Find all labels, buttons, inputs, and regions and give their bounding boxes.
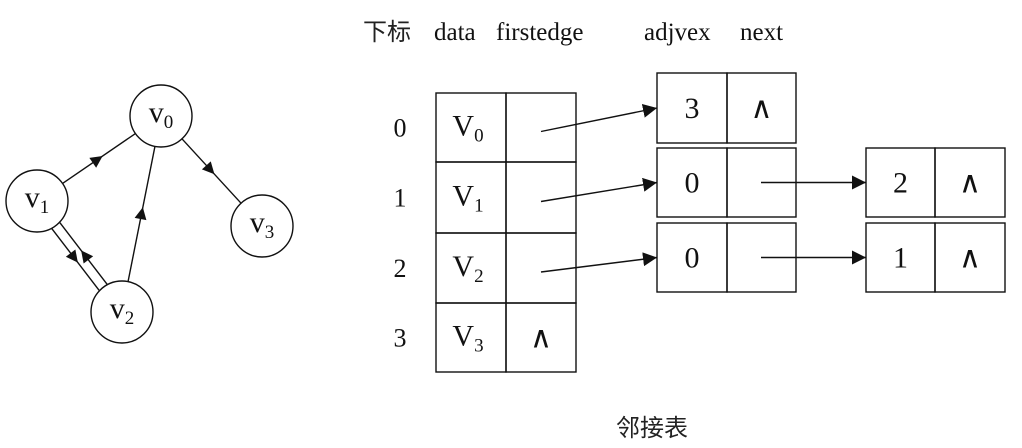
next-cell: [934, 222, 1006, 293]
vertex-row-2: 2 V2: [394, 232, 577, 304]
graph-edge-v1-v0: [62, 132, 136, 185]
vertex-table: 0 V0 1 V1 2 V2 3 V3 ∧: [394, 92, 577, 373]
null-pointer: ∧: [751, 92, 773, 125]
vertex-row-1: 1 V1: [394, 161, 577, 234]
vertex-label: v1: [25, 181, 50, 218]
header-index-label: 下标: [363, 18, 411, 46]
adjvex-value: 0: [685, 167, 700, 200]
graph-vertex-v1: v1: [5, 169, 69, 233]
header-next-label: next: [740, 19, 783, 46]
vertex-row-3: 3 V3 ∧: [394, 302, 577, 373]
firstedge-cell: [505, 302, 577, 373]
vertex-data: V0: [452, 110, 483, 147]
header-firstedge-label: firstedge: [496, 19, 583, 46]
arrowhead-icon: [65, 249, 78, 263]
graph-edge-v1-v2: [51, 228, 100, 291]
null-pointer: ∧: [959, 167, 981, 200]
graph-edges: [51, 132, 242, 291]
arrowhead-icon: [201, 161, 215, 175]
next-cell: [726, 72, 797, 144]
firstedge-cell: [505, 232, 577, 304]
arrowhead-icon: [89, 156, 103, 168]
header-adjvex-label: adjvex: [644, 19, 711, 46]
arrowhead-icon: [81, 250, 94, 264]
caption: 邻接表: [616, 414, 688, 442]
adjvex-value: 1: [893, 242, 908, 275]
graph-edge-v2-v1: [59, 222, 108, 285]
arrowhead-icon: [134, 207, 147, 221]
graph-edge-v2-v0: [127, 146, 156, 282]
edge-node: 3∧: [656, 72, 797, 144]
vertex-data: V2: [452, 250, 483, 287]
adjvex-value: 3: [685, 92, 700, 125]
vertex-data: V1: [452, 180, 483, 217]
edge-node: 1∧: [865, 222, 1006, 293]
null-pointer: ∧: [530, 322, 552, 355]
vertex-label: v2: [110, 292, 135, 329]
row-index: 0: [394, 114, 407, 143]
graph-vertex-v3: v3: [230, 194, 294, 258]
vertex-row-0: 0 V0: [394, 92, 577, 163]
null-pointer: ∧: [959, 242, 981, 275]
graph-edge-v0-v3: [181, 138, 242, 204]
next-cell: [934, 147, 1006, 218]
graph-vertex-v0: v0: [129, 84, 193, 148]
edge-pointers: [540, 103, 866, 273]
row-index: 3: [394, 324, 407, 353]
firstedge-pointer: [540, 103, 658, 133]
vertex-label: v3: [250, 206, 275, 243]
graph-vertex-v2: v2: [90, 280, 154, 344]
adjvex-value: 0: [685, 242, 700, 275]
firstedge-pointer: [540, 252, 658, 273]
vertex-label: v0: [149, 96, 174, 133]
row-index: 2: [394, 254, 407, 283]
header-data-label: data: [434, 19, 476, 46]
adjvex-value: 2: [893, 167, 908, 200]
firstedge-pointer: [540, 177, 658, 203]
edge-node: 2∧: [865, 147, 1006, 218]
row-index: 1: [394, 184, 407, 213]
vertex-data: V3: [452, 320, 483, 357]
table-header: 下标 data firstedge adjvex next: [363, 18, 783, 46]
firstedge-cell: [505, 92, 577, 163]
graph-nodes: v0 v1 v2 v3: [5, 84, 294, 344]
